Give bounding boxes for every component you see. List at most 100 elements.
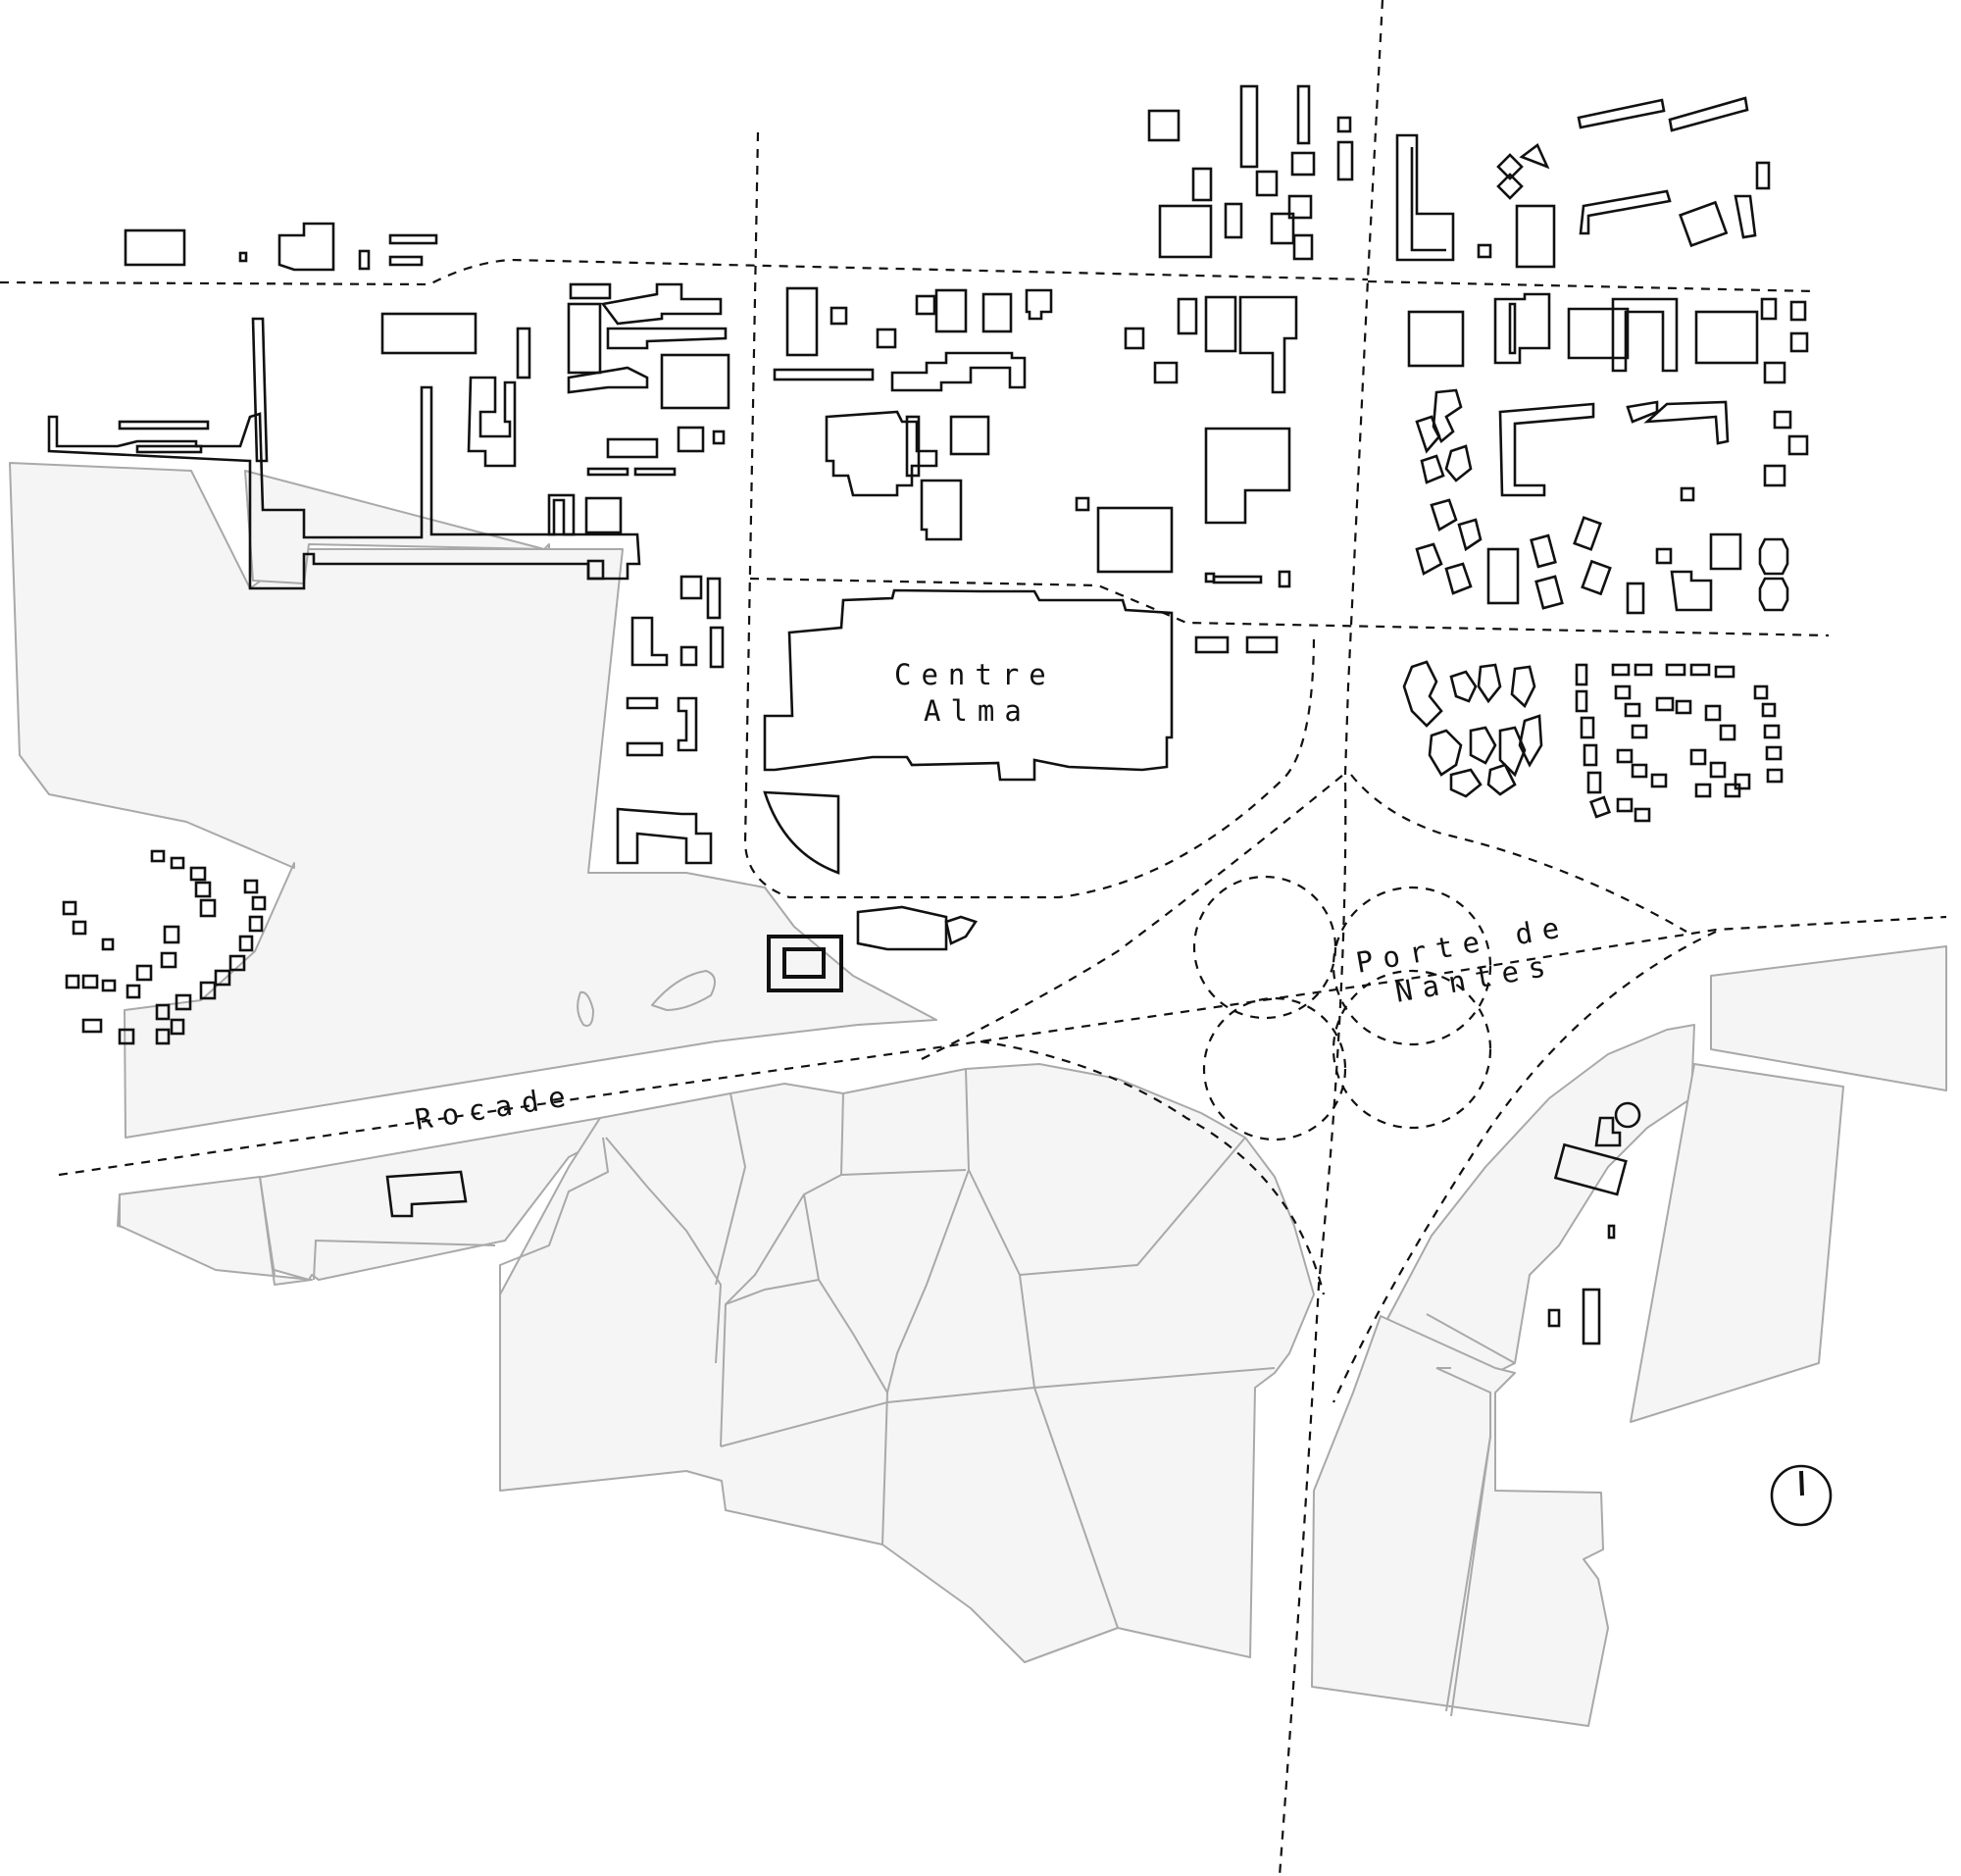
- housing-cluster-far-east: [1575, 663, 1784, 823]
- building: [1477, 243, 1492, 259]
- building: [1567, 307, 1630, 360]
- building: [1430, 498, 1458, 532]
- building: [1420, 454, 1445, 484]
- building-centre-alma: [763, 588, 1174, 782]
- building: [1278, 570, 1291, 588]
- north-arrow-icon: [1770, 1464, 1833, 1527]
- housing-cluster-east: [1402, 660, 1543, 798]
- building: [385, 1170, 468, 1218]
- building: [1395, 133, 1455, 262]
- building: [1212, 575, 1263, 584]
- building: [1789, 331, 1809, 353]
- buildings: [47, 84, 1809, 1345]
- building: [1336, 140, 1354, 181]
- building-round: [1614, 1101, 1641, 1129]
- building: [1496, 153, 1524, 200]
- building: [1758, 577, 1789, 612]
- building: [1255, 170, 1279, 197]
- building: [677, 696, 698, 752]
- building: [1787, 434, 1809, 456]
- building: [1224, 202, 1243, 239]
- building: [856, 905, 948, 951]
- building: [238, 251, 248, 263]
- building: [1296, 84, 1311, 145]
- road-north-east: [1367, 279, 1815, 293]
- building: [785, 286, 819, 357]
- building: [567, 302, 602, 375]
- building-quarter-circle: [763, 790, 840, 875]
- building: [626, 741, 664, 757]
- building: [1245, 635, 1279, 654]
- building: [1287, 194, 1313, 220]
- building: [890, 351, 1027, 392]
- building: [677, 426, 705, 453]
- label-centre-alma-line1: Centre: [894, 658, 1056, 691]
- building: [600, 282, 723, 326]
- building: [1158, 204, 1213, 259]
- building: [949, 415, 990, 456]
- building: [773, 368, 875, 381]
- road-mid-west: [749, 577, 1830, 637]
- building: [1577, 98, 1666, 129]
- building: [467, 376, 517, 468]
- building: [135, 444, 203, 454]
- road-ramp-east-lower: [1332, 931, 1717, 1403]
- building: [1680, 486, 1695, 502]
- building: [1611, 297, 1679, 373]
- building: [1755, 161, 1771, 190]
- road-vertical-left: [743, 131, 1316, 899]
- building: [1239, 84, 1259, 169]
- building: [876, 328, 897, 349]
- building: [1457, 518, 1483, 552]
- building: [660, 353, 730, 410]
- building: [905, 415, 921, 478]
- building: [1530, 533, 1557, 569]
- building: [1760, 297, 1778, 321]
- building: [1147, 109, 1181, 142]
- building: [679, 645, 698, 667]
- building: [1670, 570, 1713, 612]
- building: [1763, 361, 1786, 384]
- building: [1515, 204, 1556, 269]
- building: [1626, 582, 1645, 615]
- building: [388, 233, 438, 245]
- building: [626, 696, 659, 710]
- building: [633, 467, 677, 477]
- building: [380, 312, 478, 355]
- building: [516, 327, 531, 380]
- building: [706, 577, 722, 620]
- building: [118, 420, 210, 431]
- building: [1789, 300, 1807, 322]
- parcel-west-notch: [244, 470, 550, 584]
- building: [1407, 310, 1465, 368]
- building: [981, 292, 1013, 333]
- roundabout-d: [1332, 969, 1492, 1130]
- building: [1191, 167, 1213, 202]
- housing-crescent: [62, 849, 267, 1045]
- building: [1498, 402, 1595, 497]
- building: [1124, 327, 1145, 350]
- building: [1444, 562, 1473, 595]
- building: [1594, 1116, 1622, 1147]
- building: [630, 616, 669, 667]
- building: [1153, 361, 1179, 384]
- building: [1096, 506, 1174, 574]
- building: [1626, 400, 1659, 424]
- green-parcels: [9, 462, 1947, 1727]
- building: [920, 479, 963, 541]
- road-rocade: [58, 915, 1947, 1177]
- building: [251, 317, 269, 463]
- building: [1643, 400, 1730, 445]
- building: [586, 559, 605, 581]
- roundabout-a: [1192, 875, 1337, 1020]
- label-centre-alma-line2: Alma: [924, 694, 1031, 728]
- building: [1075, 496, 1090, 512]
- building: [1508, 302, 1517, 355]
- building: [1415, 542, 1443, 576]
- ponds: [577, 970, 716, 1027]
- building: [124, 228, 186, 267]
- building: [1734, 194, 1757, 239]
- building: [1336, 116, 1352, 133]
